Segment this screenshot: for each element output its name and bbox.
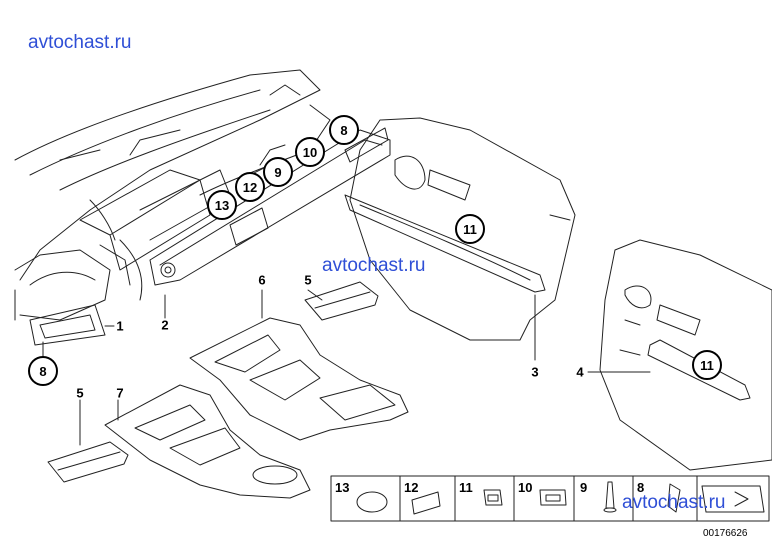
legend-item-9: 9 [580, 480, 588, 495]
trim-part-1 [29, 304, 106, 346]
legend-item-8: 8 [637, 480, 645, 495]
console-trim-6 [189, 317, 409, 441]
callout-4: 4 [576, 364, 584, 380]
clip-5-lower [47, 441, 129, 483]
callout-5-upper: 5 [304, 272, 312, 288]
trim-part-2 [149, 127, 391, 286]
callout-5-lower: 5 [76, 385, 84, 401]
watermark-top-left: avtochast.ru [28, 32, 132, 53]
legend-item-12: 12 [404, 480, 419, 495]
watermark-center: avtochast.ru [322, 255, 426, 276]
circled-callout-9: 9 [263, 157, 293, 187]
dashboard-drawing [14, 69, 331, 321]
circled-callout-12: 12 [235, 172, 265, 202]
clip-5-upper [304, 281, 379, 321]
callout-1: 1 [116, 318, 124, 334]
circled-callout-8-lower: 8 [28, 356, 58, 386]
legend-item-13: 13 [335, 480, 350, 495]
watermark-legend: avtochast.ru [622, 492, 726, 513]
circled-callout-11-rear-door: 11 [692, 350, 722, 380]
console-trim-7 [104, 384, 311, 499]
callout-3: 3 [531, 364, 539, 380]
circled-callout-10: 10 [295, 137, 325, 167]
callout-7: 7 [116, 385, 124, 401]
legend-item-10: 10 [518, 480, 533, 495]
door-trim-4 [599, 239, 772, 471]
circled-callout-13: 13 [207, 190, 237, 220]
callout-2: 2 [161, 317, 169, 333]
circled-callout-11-door: 11 [455, 214, 485, 244]
circled-callout-8-upper: 8 [329, 115, 359, 145]
door-trim-3 [344, 117, 576, 341]
legend-item-11: 11 [459, 480, 473, 495]
callout-6: 6 [258, 272, 266, 288]
diagram-code: 00176626 [703, 528, 748, 539]
